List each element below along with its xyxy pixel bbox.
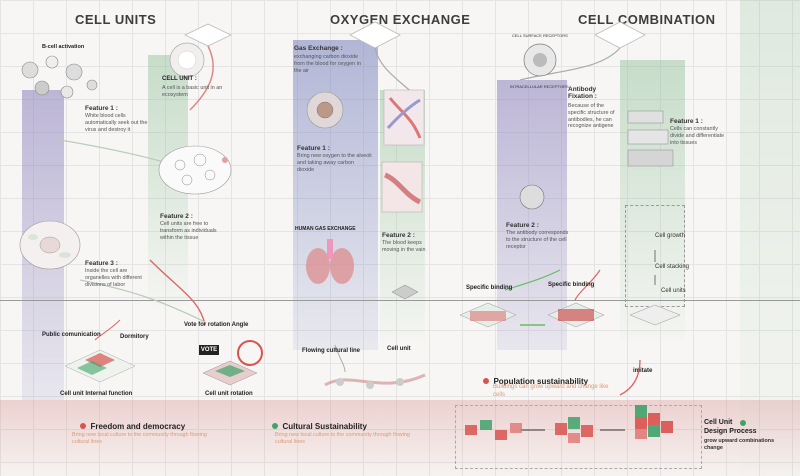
design-heading-1: Cell Unit — [704, 419, 733, 426]
bottom-band — [0, 400, 800, 476]
flowing-cultural-line-label: Flowing cultural line — [302, 348, 361, 354]
title-oxygen-exchange: OXYGEN EXCHANGE — [330, 12, 471, 27]
intracellular-label: INTRACELLULAR RECEPTORS — [510, 84, 569, 89]
bcell-illustration — [21, 55, 98, 99]
cell-stacking-label: Cell stacking — [655, 264, 690, 270]
population-dot — [483, 378, 489, 384]
design-process-blocks — [465, 405, 673, 443]
comb-feature1-text: Cells can constantly divide and differen… — [670, 126, 725, 146]
binding-blocks — [459, 302, 605, 328]
vote-sign: VOTE — [199, 345, 219, 355]
design-text: grow upward combinations change — [704, 438, 775, 451]
design-process-box — [455, 405, 702, 469]
freedom-heading-text: Freedom and democracy — [90, 422, 186, 431]
cell-unit-text: A cell is a basic unit in an ecosystem — [162, 85, 223, 98]
gas-exchange-text: exchanging carbon dioxide from the blood… — [294, 54, 361, 74]
cu-feature1-heading: Feature 1 : — [85, 105, 118, 112]
lung-tissue-illustration — [383, 89, 425, 146]
freedom-text: Bring new local culture to the community… — [72, 432, 207, 445]
human-gas-exchange-label: HUMAN GAS EXCHANGE — [295, 226, 356, 232]
cu-feature2-heading: Feature 2 : — [160, 213, 193, 220]
imitate-label: imitate — [633, 368, 653, 374]
mast-cell-illustration — [519, 184, 545, 210]
gas-exchange-heading: Gas Exchange : — [294, 45, 343, 52]
comb-feature2-heading: Feature 2 : — [506, 222, 539, 229]
combination-strip — [497, 80, 567, 350]
comb-feature1-heading: Feature 1 : — [670, 118, 703, 125]
stacked-cells-illustration — [629, 304, 681, 326]
cultural-dot — [272, 423, 278, 429]
cell-units-label: Cell units — [661, 288, 686, 294]
specific-binding-label-1: Specific binding — [466, 285, 513, 291]
cu-feature1-text: White blood cells automatically seek out… — [85, 113, 148, 133]
population-heading: Population sustainability — [483, 371, 588, 389]
cultural-line-model — [324, 373, 426, 389]
internal-function-label: Cell unit Internal function — [60, 391, 133, 397]
cultural-text: Bring new local culture to the community… — [275, 432, 410, 445]
dividing-cells-illustration — [627, 110, 674, 167]
freedom-heading: Freedom and democracy — [80, 416, 185, 434]
respiratory-illustration — [306, 239, 354, 284]
cell-unit-label: Cell unit — [387, 346, 411, 352]
cu-feature2-text: Cell units are free to transform as indi… — [160, 221, 217, 241]
receptor-cell-illustration — [523, 43, 557, 77]
public-communication-label: Public comunication — [42, 332, 101, 338]
right-edge-strip — [740, 0, 800, 476]
ox-feature1-heading: Feature 1 : — [297, 145, 330, 152]
rotation-model — [202, 340, 263, 386]
internal-function-model — [64, 349, 136, 383]
design-heading-2: Design Process — [704, 428, 757, 435]
cu-feature3-text: Inside the cell are organelles with diff… — [85, 268, 142, 288]
cell-unit-rotation-label: Cell unit rotation — [205, 391, 253, 397]
cell-sphere-illustration — [169, 42, 205, 78]
section-divider — [0, 300, 800, 301]
title-diamonds — [184, 21, 646, 49]
antibody-text: Because of the specific structure of ant… — [568, 103, 615, 130]
title-cell-units: CELL UNITS — [75, 12, 157, 27]
population-heading-text: Population sustainability — [493, 377, 589, 386]
cu-feature3-heading: Feature 3 : — [85, 260, 118, 267]
cultural-heading: Cultural Sustainability — [272, 416, 367, 434]
freedom-dot — [80, 423, 86, 429]
ox-feature2-heading: Feature 2 : — [382, 232, 415, 239]
combination-strip-green — [620, 60, 685, 340]
population-text: Buildings can grow upward and change lik… — [493, 384, 609, 398]
small-cube-illustration — [391, 284, 419, 300]
ox-feature2-text: The blood keeps moving in the vain — [382, 240, 426, 253]
specific-binding-label-2: Specific binding — [548, 282, 595, 288]
antibody-heading: Antibody Fixation : — [568, 86, 597, 100]
ox-feature1-text: Bring new oxygen to the alveoli and taki… — [297, 153, 372, 173]
organelle-illustration — [19, 220, 81, 270]
design-dot — [740, 420, 746, 426]
cultural-heading-text: Cultural Sustainability — [282, 422, 367, 431]
title-cell-combination: CELL COMBINATION — [578, 12, 716, 27]
cell-unit-heading: CELL UNIT : — [162, 76, 197, 82]
vote-rotation-label: Vote for rotation Angle — [184, 322, 249, 328]
blood-vessel-illustration — [381, 161, 423, 213]
oxygen-strip — [293, 40, 378, 350]
bcell-label: B-cell activation — [42, 44, 85, 50]
tissue-illustration — [158, 145, 232, 195]
alveoli-illustration — [306, 91, 344, 129]
cell-growth-label: Cell growth — [655, 233, 686, 239]
comb-feature2-text: The antibody corresponds to the structur… — [506, 230, 569, 250]
surface-receptors-label: CELL SURFACE RECEPTORS — [512, 33, 568, 38]
dormitory-label: Dormitory — [120, 334, 149, 340]
